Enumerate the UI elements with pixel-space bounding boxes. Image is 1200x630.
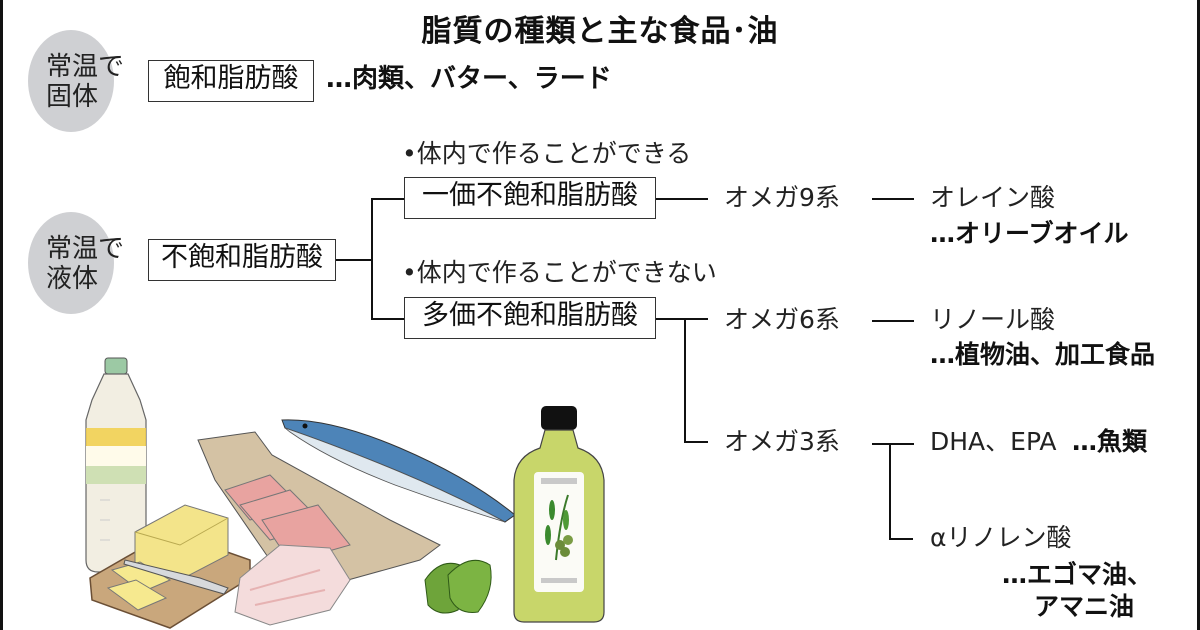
state-circle-liquid: [28, 212, 114, 314]
alpha-linolenic-label: αリノレン酸: [930, 523, 1072, 552]
state-solid-line2: 固体: [46, 82, 99, 112]
dha-epa-label: DHA、EPA: [930, 427, 1057, 456]
state-circle-solid: [28, 30, 114, 132]
connector: [371, 318, 405, 320]
monounsaturated-box: 一価不飽和脂肪酸: [404, 177, 656, 219]
saturated-foods: …肉類、バター、ラード: [326, 64, 612, 94]
oil-bottle-illustration: [85, 357, 147, 573]
olive-oil-bottle-illustration: [513, 406, 605, 623]
linoleic-acid-foods: …植物油、加工食品: [930, 340, 1156, 369]
connector: [889, 443, 891, 539]
saturated-fatty-acid-box: 飽和脂肪酸: [148, 60, 314, 102]
state-liquid-line2: 液体: [46, 264, 99, 294]
connector: [371, 198, 405, 200]
omega6-label: オメガ6系: [724, 305, 840, 334]
connector: [684, 318, 686, 442]
connector: [336, 259, 372, 261]
branch-note-cannot-produce: •体内で作ることができない: [402, 258, 717, 287]
connector: [684, 441, 708, 443]
oleic-acid-foods: …オリーブオイル: [930, 219, 1129, 248]
dha-epa-foods: …魚類: [1072, 427, 1148, 456]
unsaturated-fatty-acid-box: 不飽和脂肪酸: [148, 239, 336, 281]
oleic-acid-label: オレイン酸: [930, 183, 1056, 212]
connector: [371, 198, 373, 319]
alpha-linolenic-foods-line2: アマニ油: [1034, 592, 1135, 621]
branch-note-can-produce: •体内で作ることができる: [402, 139, 692, 168]
state-liquid-line1: 常温で: [46, 234, 125, 264]
linoleic-acid-label: リノール酸: [930, 305, 1056, 334]
omega3-label: オメガ3系: [724, 427, 840, 456]
connector: [872, 198, 914, 200]
state-solid-line1: 常温で: [46, 52, 125, 82]
perilla-leaves-illustration: [424, 559, 492, 614]
fish-illustration: [281, 419, 516, 523]
connector: [872, 443, 914, 445]
omega9-label: オメガ9系: [724, 183, 840, 212]
butter-illustration: [89, 504, 251, 629]
alpha-linolenic-foods-line1: …エゴマ油、: [1002, 560, 1153, 589]
pork-illustration: [234, 544, 351, 626]
connector: [889, 538, 913, 540]
connector: [656, 318, 708, 320]
polyunsaturated-box: 多価不飽和脂肪酸: [404, 297, 656, 339]
connector: [656, 198, 708, 200]
diagram-title: 脂質の種類と主な食品･油: [421, 14, 779, 49]
connector: [872, 320, 914, 322]
